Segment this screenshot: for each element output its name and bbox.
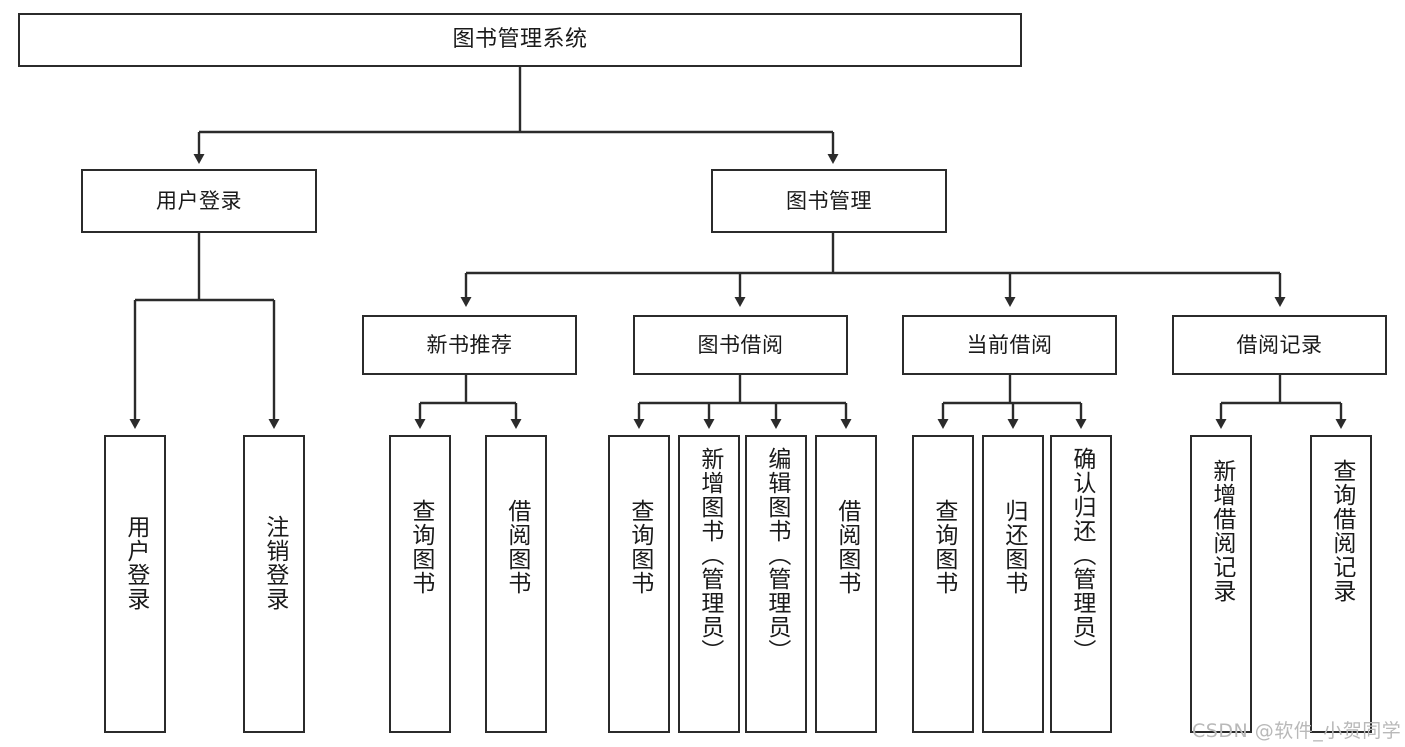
node-book-management[interactable]: 图书管理 bbox=[711, 169, 947, 233]
leaf-borrow-edit-book-admin[interactable]: 编辑图书（管理员） bbox=[745, 435, 807, 733]
node-label: 用户登录 bbox=[122, 515, 149, 611]
node-label: 借阅图书 bbox=[503, 499, 530, 595]
node-label: 当前借阅 bbox=[966, 332, 1053, 357]
node-new-book-recommend[interactable]: 新书推荐 bbox=[362, 315, 577, 375]
node-label: 图书管理 bbox=[786, 188, 872, 213]
node-label: 新书推荐 bbox=[426, 332, 513, 357]
leaf-user-login-logout[interactable]: 注销登录 bbox=[243, 435, 305, 733]
node-label: 借阅记录 bbox=[1236, 332, 1323, 357]
leaf-recommend-query-book[interactable]: 查询图书 bbox=[389, 435, 451, 733]
leaf-borrow-add-book-admin[interactable]: 新增图书（管理员） bbox=[678, 435, 740, 733]
leaf-borrow-query-book[interactable]: 查询图书 bbox=[608, 435, 670, 733]
leaf-user-login-login[interactable]: 用户登录 bbox=[104, 435, 166, 733]
leaf-current-query-book[interactable]: 查询图书 bbox=[912, 435, 974, 733]
leaf-records-add-record[interactable]: 新增借阅记录 bbox=[1190, 435, 1252, 733]
node-label: 用户登录 bbox=[156, 188, 242, 213]
leaf-current-return-book[interactable]: 归还图书 bbox=[982, 435, 1044, 733]
node-label: 编辑图书（管理员） bbox=[763, 447, 790, 663]
node-label: 查询借阅记录 bbox=[1328, 459, 1355, 603]
node-label: 归还图书 bbox=[1000, 499, 1027, 595]
node-user-login[interactable]: 用户登录 bbox=[81, 169, 317, 233]
leaf-current-confirm-return-admin[interactable]: 确认归还（管理员） bbox=[1050, 435, 1112, 733]
node-label: 查询图书 bbox=[626, 499, 653, 595]
leaf-records-query-record[interactable]: 查询借阅记录 bbox=[1310, 435, 1372, 733]
node-label: 新增借阅记录 bbox=[1208, 459, 1235, 603]
node-label: 借阅图书 bbox=[833, 499, 860, 595]
node-book-borrow[interactable]: 图书借阅 bbox=[633, 315, 848, 375]
node-current-borrow[interactable]: 当前借阅 bbox=[902, 315, 1117, 375]
node-label: 新增图书（管理员） bbox=[696, 447, 723, 663]
leaf-recommend-borrow-book[interactable]: 借阅图书 bbox=[485, 435, 547, 733]
node-label: 确认归还（管理员） bbox=[1068, 447, 1095, 663]
node-borrow-records[interactable]: 借阅记录 bbox=[1172, 315, 1387, 375]
node-label: 查询图书 bbox=[407, 499, 434, 595]
csdn-watermark: CSDN @软件_小贺同学 bbox=[1192, 720, 1402, 742]
node-label: 查询图书 bbox=[930, 499, 957, 595]
node-label: 注销登录 bbox=[261, 515, 288, 611]
node-label: 图书管理系统 bbox=[452, 27, 588, 53]
node-root-system[interactable]: 图书管理系统 bbox=[18, 13, 1022, 67]
leaf-borrow-borrow-book[interactable]: 借阅图书 bbox=[815, 435, 877, 733]
node-label: 图书借阅 bbox=[697, 332, 784, 357]
